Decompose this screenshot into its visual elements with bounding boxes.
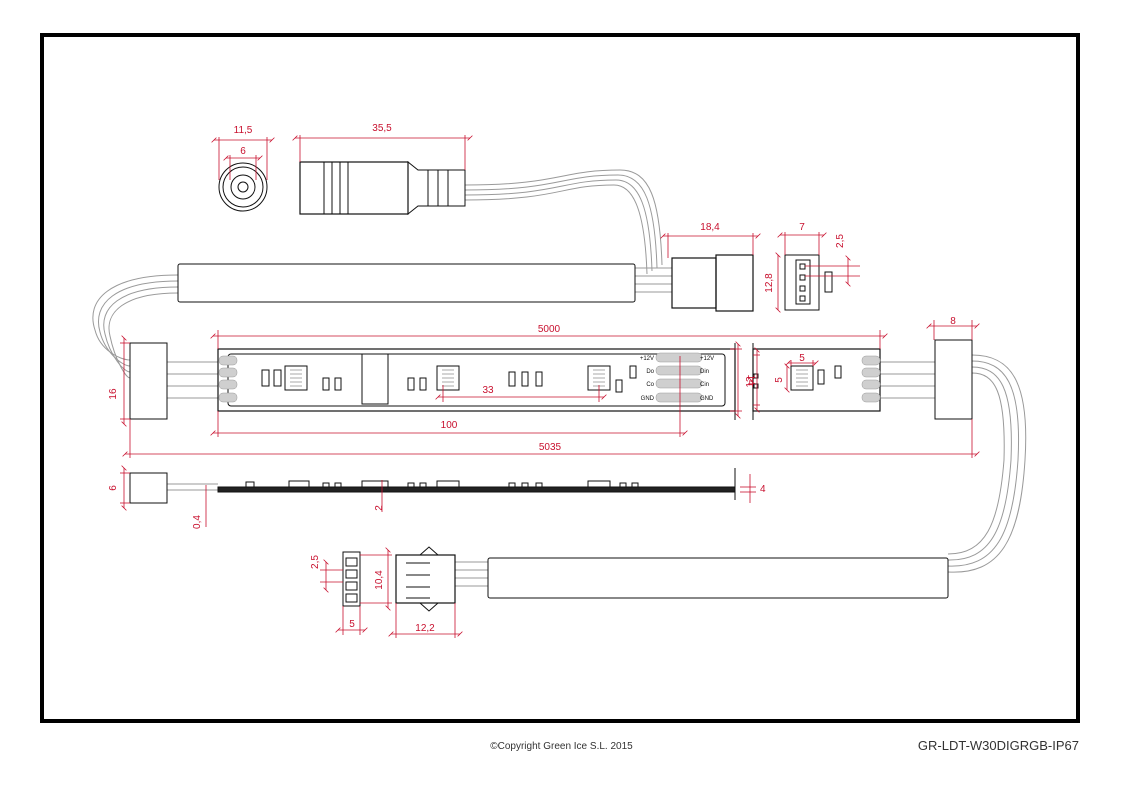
component-outlines bbox=[129, 160, 973, 612]
dim-side-cap-h: 6 bbox=[108, 485, 119, 491]
dim-cap-h: 16 bbox=[108, 388, 119, 400]
dim-bot-pitch: 2,5 bbox=[310, 555, 321, 569]
copyright-text: ©Copyright Green Ice S.L. 2015 bbox=[490, 741, 633, 752]
dim-end-cap-w: 8 bbox=[950, 316, 956, 327]
dim-led-size-h: 5 bbox=[774, 377, 785, 383]
pin-right-3: GND bbox=[700, 396, 714, 402]
product-code: GR-LDT-W30DIGRGB-IP67 bbox=[917, 738, 1079, 753]
dc-jack-end-view bbox=[218, 162, 268, 212]
dim-led-pitch: 33 bbox=[482, 385, 494, 396]
pin-right-2: Cin bbox=[700, 382, 709, 388]
dim-strip-len: 5000 bbox=[538, 324, 561, 335]
dim-cut-len: 100 bbox=[441, 420, 458, 431]
pads bbox=[218, 352, 881, 403]
dim-dc-outer: 11,5 bbox=[234, 125, 253, 136]
bottom-connector-side bbox=[395, 546, 456, 612]
dim-total-len: 5035 bbox=[539, 442, 562, 453]
pin-right-0: +12V bbox=[700, 356, 714, 362]
pin-left-1: Do bbox=[646, 369, 654, 375]
dim-bot-face-w: 5 bbox=[349, 619, 355, 630]
pin-labels: +12V Do Co GND +12V Din Cin GND bbox=[640, 356, 714, 402]
led-marks bbox=[290, 369, 808, 387]
pin-left-0: +12V bbox=[640, 356, 654, 362]
dim-conn-pin-pitch: 2,5 bbox=[835, 234, 846, 248]
break-lines bbox=[734, 343, 754, 500]
dc-plug-body bbox=[299, 160, 466, 216]
dimensions: 11,5 6 35,5 18,4 7 2,5 12,8 8 5000 33 10… bbox=[108, 123, 980, 638]
dim-bot-h: 10,4 bbox=[374, 570, 385, 590]
dim-comp-h: 2 bbox=[374, 505, 385, 511]
drawing-frame bbox=[40, 33, 1080, 723]
upper-connector bbox=[671, 254, 754, 312]
cables bbox=[92, 169, 1027, 587]
dim-conn-h: 12,8 bbox=[764, 273, 775, 293]
dim-bot-len: 12,2 bbox=[415, 623, 435, 634]
dim-conn-len: 18,4 bbox=[700, 222, 720, 233]
upper-sleeve bbox=[177, 263, 636, 303]
pin-right-1: Din bbox=[700, 369, 709, 375]
dim-pcb-w: 12 bbox=[745, 376, 756, 388]
right-end-cap bbox=[934, 339, 973, 420]
led-strip-right bbox=[752, 348, 881, 412]
dim-dc-plug-len: 35,5 bbox=[372, 123, 392, 134]
pin-left-3: GND bbox=[641, 396, 655, 402]
connector-face-view bbox=[784, 254, 833, 311]
dim-conn-face-w: 7 bbox=[799, 222, 805, 233]
bottom-connector-face bbox=[342, 551, 361, 607]
dim-strip-w: 14 bbox=[745, 374, 756, 386]
strip-side-profile bbox=[129, 472, 736, 504]
dim-dc-inner: 6 bbox=[240, 146, 246, 157]
lower-sleeve bbox=[487, 557, 949, 599]
dim-side-thk: 4 bbox=[760, 484, 766, 495]
pin-left-2: Co bbox=[646, 382, 654, 388]
dim-led-size-w: 5 bbox=[799, 353, 805, 364]
left-end-cap bbox=[129, 342, 168, 420]
dim-pcb-thk: 0,4 bbox=[192, 515, 203, 529]
